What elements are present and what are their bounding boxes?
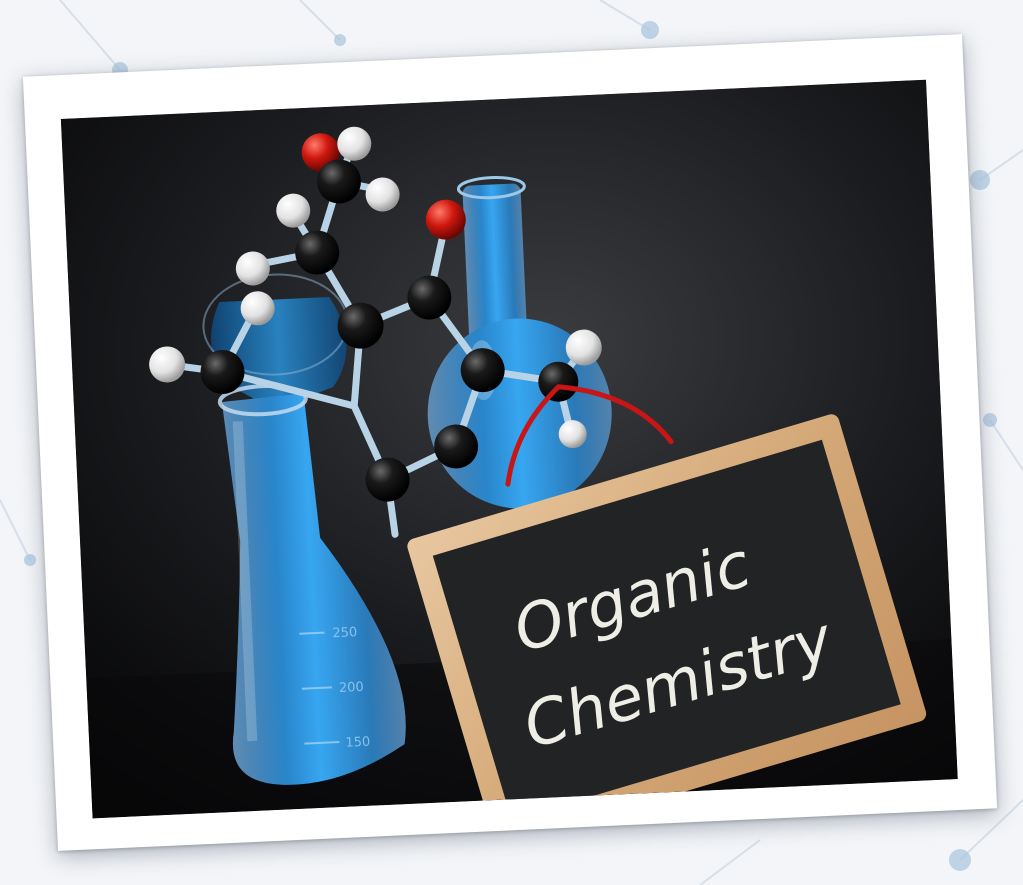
hydrogen-atom xyxy=(365,177,400,212)
chemistry-photo: 250 200 150 xyxy=(60,79,958,819)
hydrogen-atom xyxy=(276,193,311,228)
hydrogen-atom xyxy=(149,346,186,383)
carbon-atom xyxy=(295,230,340,275)
chalkboard: Organic Chemistry xyxy=(407,414,927,819)
carbon-atom xyxy=(460,348,505,393)
carbon-atom xyxy=(337,302,384,349)
chemistry-scene: 250 200 150 xyxy=(60,79,958,819)
carbon-atom xyxy=(434,424,479,469)
beaker-mark-200: 200 xyxy=(339,680,364,696)
carbon-atom xyxy=(316,159,361,204)
hydrogen-atom xyxy=(240,291,275,326)
hydrogen-atom xyxy=(337,126,372,161)
photo-frame: 250 200 150 xyxy=(22,34,998,851)
hydrogen-atom xyxy=(558,420,587,449)
beaker-mark-250: 250 xyxy=(332,625,357,641)
red-string xyxy=(505,384,674,487)
molecule-atoms xyxy=(149,126,602,502)
carbon-atom xyxy=(407,275,452,320)
hydrogen-atom xyxy=(235,251,270,286)
beaker-mark-150: 150 xyxy=(345,735,370,751)
oxygen-atom xyxy=(425,199,466,240)
hydrogen-atom xyxy=(565,329,602,366)
carbon-atom xyxy=(200,349,245,394)
carbon-atom xyxy=(365,457,410,502)
carbon-atom xyxy=(538,361,579,402)
erlenmeyer-flask: 250 200 150 xyxy=(217,384,406,785)
